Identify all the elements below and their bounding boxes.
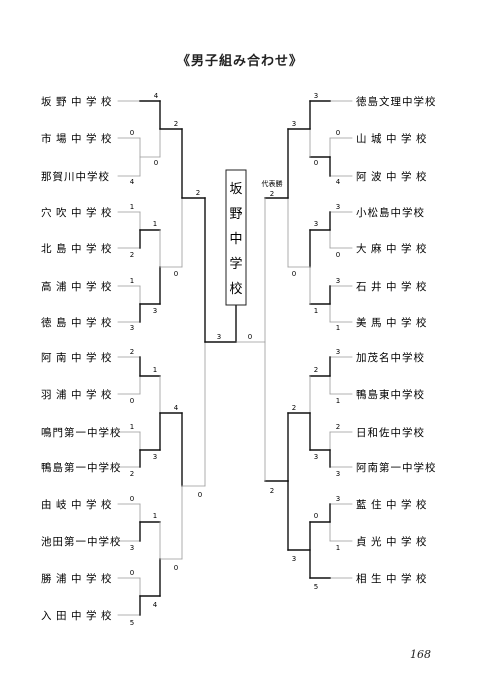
left-team-name: 由岐中学校: [41, 498, 116, 511]
right-score: 0: [314, 512, 318, 520]
right-score: 3: [336, 470, 340, 478]
champion-label: 代表勝: [262, 179, 283, 188]
right-score: 3: [336, 495, 340, 503]
left-score: 1: [153, 512, 157, 520]
left-team-name: 市場中学校: [41, 132, 116, 145]
left-score: 3: [130, 324, 134, 332]
champion-name-char: 学: [229, 256, 242, 272]
left-score: 1: [130, 203, 134, 211]
left-team-name: 阿南中学校: [41, 351, 116, 364]
right-score: 2: [270, 487, 274, 495]
left-score: 2: [130, 470, 134, 478]
left-score: 0: [130, 129, 134, 137]
right-score: 0: [336, 129, 340, 137]
left-score: 3: [153, 453, 157, 461]
page-number: 168: [410, 648, 431, 661]
left-team-name: 羽浦中学校: [41, 388, 116, 401]
left-score: 2: [130, 348, 134, 356]
left-score: 3: [217, 333, 221, 341]
left-team-name: 勝浦中学校: [41, 572, 116, 585]
left-score: 0: [174, 564, 178, 572]
left-score: 1: [130, 277, 134, 285]
right-score: 4: [336, 178, 341, 186]
left-score: 4: [154, 92, 159, 100]
left-score: 0: [154, 159, 158, 167]
champion-name-char: 野: [229, 207, 242, 222]
right-score: 3: [314, 92, 318, 100]
right-team-name: 徳島文理中学校: [356, 95, 437, 108]
left-team-name: 池田第一中学校: [41, 535, 122, 548]
right-team-name: 貞光中学校: [356, 535, 431, 548]
right-score: 3: [292, 120, 296, 128]
right-team-name: 美馬中学校: [356, 316, 431, 329]
right-score: 1: [336, 324, 340, 332]
champion-box: [225, 169, 247, 306]
champion-name-char: 坂: [229, 182, 242, 197]
right-team-name: 小松島中学校: [356, 206, 425, 219]
right-team-name: 石井中学校: [356, 280, 431, 293]
champion-score: 2: [270, 190, 274, 198]
right-score: 0: [292, 270, 296, 278]
right-score: 0: [248, 333, 252, 341]
left-score: 1: [130, 423, 134, 431]
left-score: 2: [196, 189, 200, 197]
right-team-name: 藍住中学校: [356, 498, 431, 511]
right-score: 3: [336, 348, 340, 356]
right-score: 5: [314, 583, 318, 591]
left-score: 0: [198, 491, 202, 499]
left-score: 1: [153, 366, 157, 374]
left-team-name: 鴨島第一中学校: [41, 461, 122, 474]
left-score: 3: [153, 307, 157, 315]
right-score: 1: [314, 307, 318, 315]
right-team-name: 相生中学校: [356, 572, 431, 585]
right-team-name: 鴨島東中学校: [356, 388, 425, 401]
left-score: 0: [130, 495, 134, 503]
left-score: 5: [130, 619, 134, 627]
left-score: 4: [153, 601, 158, 609]
left-team-name: 入田中学校: [41, 609, 116, 622]
right-score: 0: [314, 159, 318, 167]
right-score: 1: [336, 397, 340, 405]
left-score: 3: [130, 544, 134, 552]
left-score: 0: [130, 397, 134, 405]
left-score: 0: [130, 569, 134, 577]
left-team-name: 坂野中学校: [41, 95, 116, 108]
right-score: 2: [336, 423, 340, 431]
champion-name-char: 校: [229, 281, 242, 297]
right-score: 3: [336, 203, 340, 211]
right-score: 0: [336, 251, 340, 259]
left-score: 0: [174, 270, 178, 278]
left-team-name: 高浦中学校: [41, 280, 116, 293]
right-score: 2: [292, 404, 296, 412]
right-score: 1: [336, 544, 340, 552]
right-score: 2: [314, 366, 318, 374]
right-score: 3: [336, 277, 340, 285]
left-score: 4: [130, 178, 135, 186]
left-team-name: 穴吹中学校: [41, 206, 116, 219]
page-title: 《男子組み合わせ》: [176, 54, 303, 69]
left-team-name: 北島中学校: [41, 242, 116, 255]
left-score: 4: [174, 404, 179, 412]
right-team-name: 加茂名中学校: [356, 351, 425, 364]
left-score: 1: [153, 220, 157, 228]
right-team-name: 日和佐中学校: [356, 426, 425, 439]
right-team-name: 大麻中学校: [356, 242, 431, 255]
left-team-name: 鳴門第一中学校: [41, 426, 122, 439]
right-team-name: 阿波中学校: [356, 170, 431, 183]
champion-name-char: 中: [229, 232, 242, 247]
right-score: 3: [314, 220, 318, 228]
right-team-name: 山城中学校: [356, 132, 431, 145]
right-team-name: 阿南第一中学校: [356, 461, 437, 474]
right-score: 3: [292, 555, 296, 563]
left-score: 2: [130, 251, 134, 259]
left-team-name: 那賀川中学校: [41, 170, 110, 183]
left-score: 2: [174, 120, 178, 128]
right-score: 3: [314, 453, 318, 461]
left-team-name: 徳島中学校: [41, 316, 116, 329]
